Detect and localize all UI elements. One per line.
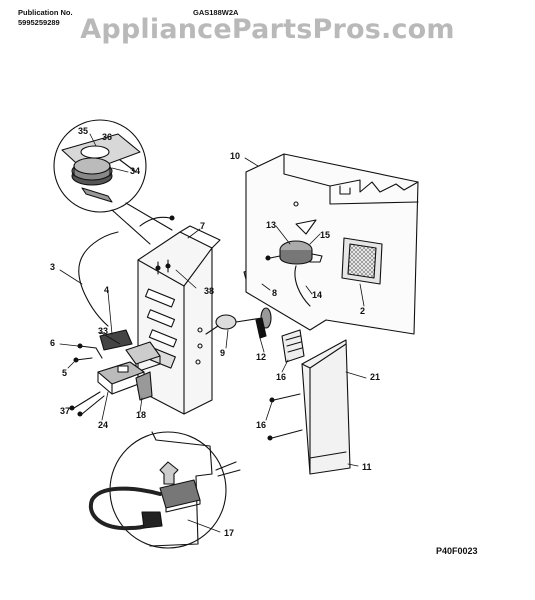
- control-panel: [137, 225, 221, 415]
- callout-15: 15: [320, 230, 330, 240]
- callout-3: 3: [50, 262, 55, 272]
- callout-17: 17: [224, 528, 234, 538]
- publication-label: Publication No.: [18, 8, 73, 17]
- detail-circle-bottom: [88, 431, 227, 549]
- grill: [341, 237, 383, 285]
- callout-24: 24: [98, 420, 108, 430]
- liner-housing: [245, 153, 419, 335]
- callout-11: 11: [362, 462, 372, 472]
- callout-18: 18: [136, 410, 146, 420]
- callout-14: 14: [312, 290, 322, 300]
- callout-13: 13: [266, 220, 276, 230]
- callout-10: 10: [230, 151, 240, 161]
- figure-code: P40F0023: [436, 546, 478, 556]
- terminal-block: [95, 329, 133, 359]
- side-panel: [301, 339, 351, 475]
- detail-circle-top: [53, 119, 147, 213]
- callout-6: 6: [50, 338, 55, 348]
- callout-16-upper: 16: [276, 372, 286, 382]
- callout-8: 8: [272, 288, 277, 298]
- publication-number: 5995259289: [18, 18, 60, 27]
- callout-35: 35: [78, 126, 88, 136]
- callout-7: 7: [200, 221, 205, 231]
- watermark: AppliancePartsPros.com: [80, 14, 455, 45]
- callout-37: 37: [60, 406, 70, 416]
- callout-21: 21: [370, 372, 380, 382]
- callout-9: 9: [220, 348, 225, 358]
- callout-5: 5: [62, 368, 67, 378]
- callout-2: 2: [360, 306, 365, 316]
- fan-motor: [279, 240, 323, 265]
- callout-12: 12: [256, 352, 266, 362]
- bracket-16: [281, 329, 305, 363]
- model-number: GAS188W2A: [193, 8, 239, 17]
- connector-24: [97, 361, 145, 395]
- callout-4: 4: [104, 285, 109, 295]
- callout-36: 36: [102, 132, 112, 142]
- callout-38: 38: [204, 286, 214, 296]
- callout-34: 34: [130, 166, 140, 176]
- relay-block: [125, 341, 161, 373]
- callout-16-lower: 16: [256, 420, 266, 430]
- callout-33: 33: [98, 326, 108, 336]
